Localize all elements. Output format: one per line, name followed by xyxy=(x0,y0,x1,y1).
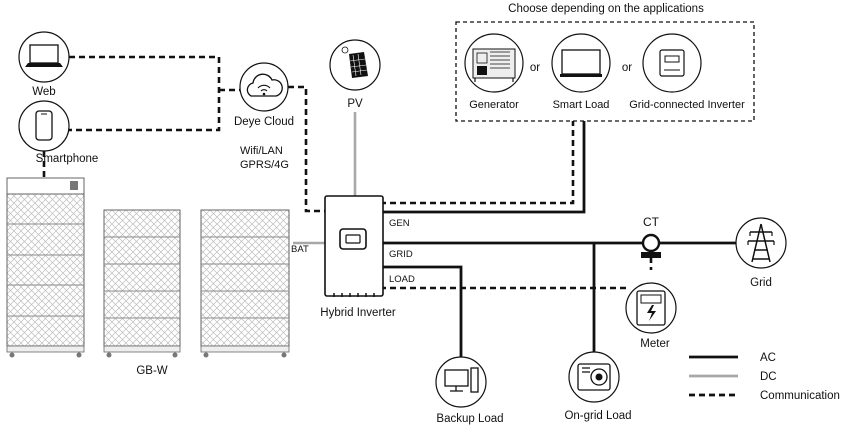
web-label: Web xyxy=(32,86,55,98)
meter-label: Meter xyxy=(640,338,670,350)
solar-panel-icon xyxy=(329,39,381,91)
comm-label-line1: Wifi/LAN xyxy=(240,145,283,157)
backup-load-label: Backup Load xyxy=(436,413,503,425)
battery-label: GB-W xyxy=(136,365,167,377)
legend-ac-label: AC xyxy=(760,352,776,364)
cloud-icon xyxy=(239,62,289,112)
legend-comm-label: Communication xyxy=(760,390,840,402)
applications-title: Choose depending on the applications xyxy=(508,3,704,15)
grid-inverter-icon xyxy=(642,33,702,93)
pv-label: PV xyxy=(347,98,363,110)
grid-port-label: GRID xyxy=(389,249,413,260)
load-port-label: LOAD xyxy=(389,274,415,285)
gen-port-label: GEN xyxy=(389,218,410,229)
smartphone-label: Smartphone xyxy=(36,153,99,165)
backup-load-icon xyxy=(435,356,487,408)
ongrid-load-icon xyxy=(568,351,620,403)
dc-lines xyxy=(293,112,357,245)
inverter-label: Hybrid Inverter xyxy=(320,307,396,319)
legend-dc-label: DC xyxy=(760,371,777,383)
or-label-1: or xyxy=(530,62,540,74)
battery-stack-2 xyxy=(103,209,181,358)
meter-icon xyxy=(625,282,677,334)
smart-load-icon xyxy=(551,33,611,93)
comm-label-line2: GPRS/4G xyxy=(240,159,289,171)
ac-lines xyxy=(380,121,740,357)
hybrid-inverter xyxy=(324,195,384,297)
generator-icon xyxy=(464,33,524,93)
grid-label: Grid xyxy=(750,277,772,289)
cloud-label: Deye Cloud xyxy=(234,116,294,128)
smartphone-icon xyxy=(18,100,70,152)
or-label-2: or xyxy=(622,62,632,74)
bat-port-label: BAT xyxy=(291,244,309,255)
ongrid-load-label: On-grid Load xyxy=(564,410,631,422)
legend: AC DC Communication xyxy=(689,352,840,402)
generator-label: Generator xyxy=(469,99,519,111)
applications-box xyxy=(455,21,755,122)
battery-stack-1 xyxy=(6,177,85,358)
smart-load-label: Smart Load xyxy=(553,99,610,111)
ct-sensor-icon xyxy=(641,233,661,258)
laptop-icon xyxy=(18,31,70,83)
communication-lines xyxy=(42,55,627,290)
grid-inverter-label: Grid-connected Inverter xyxy=(629,99,745,111)
battery-stack-3 xyxy=(200,209,290,358)
grid-tower-icon xyxy=(735,217,787,269)
ct-label: CT xyxy=(643,215,660,229)
